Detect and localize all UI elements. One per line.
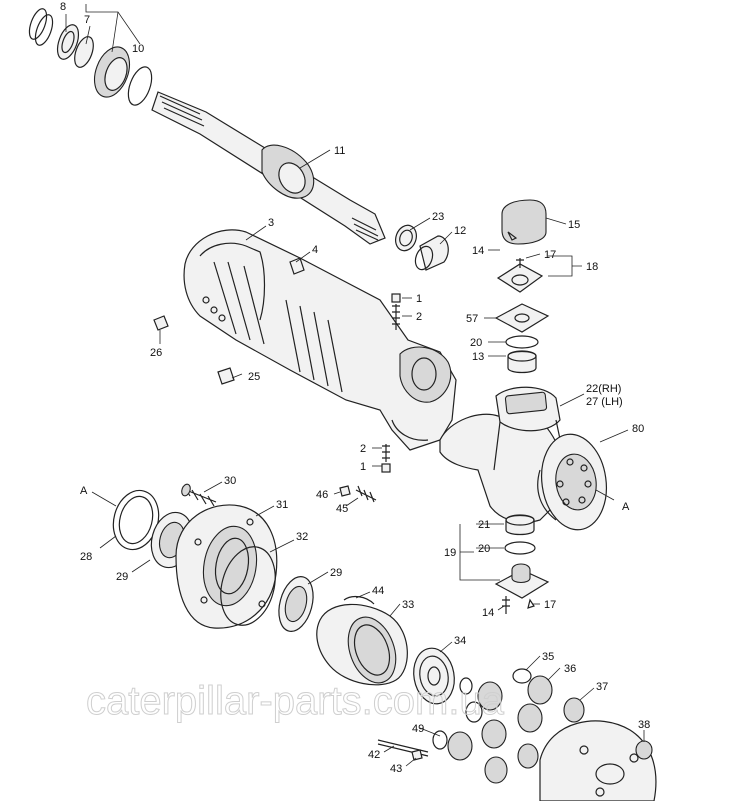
planet-carrier — [377, 720, 657, 801]
callout-17-upper: 17 — [544, 249, 556, 261]
callout-1-lower: 1 — [360, 461, 366, 473]
callout-46: 46 — [316, 489, 328, 501]
callout-3: 3 — [268, 217, 274, 229]
sun-gear — [413, 647, 455, 705]
callout-10: 10 — [132, 43, 144, 55]
callout-43: 43 — [390, 763, 402, 775]
callout-42: 42 — [368, 749, 380, 761]
upper-kingpin-group — [494, 199, 550, 374]
callout-35: 35 — [542, 651, 554, 663]
lower-kingpin-group — [494, 514, 550, 614]
axle-housing — [183, 229, 457, 451]
leader-lines — [65, 4, 645, 767]
callout-4: 4 — [312, 244, 318, 256]
housing-fasteners — [153, 257, 401, 473]
callout-25: 25 — [248, 371, 260, 383]
callout-27-lh: 27 (LH) — [586, 396, 623, 408]
callout-30: 30 — [224, 475, 236, 487]
callout-14-upper: 14 — [472, 245, 484, 257]
callout-49: 49 — [412, 723, 424, 735]
callout-7: 7 — [84, 14, 90, 26]
callout-34: 34 — [454, 635, 466, 647]
callout-13: 13 — [472, 351, 484, 363]
callout-36: 36 — [564, 663, 576, 675]
callout-20-upper: 20 — [470, 337, 482, 349]
callout-23: 23 — [432, 211, 444, 223]
callout-2-lower: 2 — [360, 443, 366, 455]
seal-and-bushing — [395, 224, 449, 271]
callout-2-upper: 2 — [416, 311, 422, 323]
axle-shaft — [151, 91, 386, 245]
callout-19: 19 — [444, 547, 456, 559]
axle-shaft-seal-group — [28, 8, 153, 106]
callout-22-rh: 22(RH) — [586, 383, 621, 395]
callout-29-left: 29 — [116, 571, 128, 583]
callout-45: 45 — [336, 503, 348, 515]
callout-8: 8 — [60, 1, 66, 13]
callout-a-right: A — [622, 501, 630, 513]
callout-14-lower: 14 — [482, 607, 494, 619]
callout-33: 33 — [402, 599, 414, 611]
callout-18: 18 — [586, 261, 598, 273]
wheel-hub-flange — [537, 433, 607, 531]
callout-1-upper: 1 — [416, 293, 422, 305]
callout-80: 80 — [632, 423, 644, 435]
callout-32: 32 — [296, 531, 308, 543]
callout-26: 26 — [150, 347, 162, 359]
callout-38: 38 — [638, 719, 650, 731]
callout-20-lower: 20 — [478, 543, 490, 555]
callout-15: 15 — [568, 219, 580, 231]
callout-11: 11 — [334, 145, 345, 157]
callout-17-lower: 17 — [544, 599, 556, 611]
callout-labels: 8 7 10 11 3 4 23 12 15 14 17 18 1 2 57 2… — [60, 1, 650, 775]
watermark-text: caterpillar-parts.com.ua — [86, 679, 505, 723]
planetary-gear-set — [432, 668, 585, 784]
ring-gear — [316, 595, 408, 686]
callout-37: 37 — [596, 681, 608, 693]
steering-knuckle — [439, 386, 567, 523]
callout-21: 21 — [478, 519, 490, 531]
callout-29-right: 29 — [330, 567, 342, 579]
wheel-hub-group — [112, 489, 314, 632]
callout-57: 57 — [466, 313, 478, 325]
callout-28: 28 — [80, 551, 92, 563]
hub-bolts — [181, 483, 377, 507]
callout-a-left: A — [80, 485, 88, 497]
callout-31: 31 — [276, 499, 288, 511]
callout-44: 44 — [372, 585, 384, 597]
callout-12: 12 — [454, 225, 466, 237]
